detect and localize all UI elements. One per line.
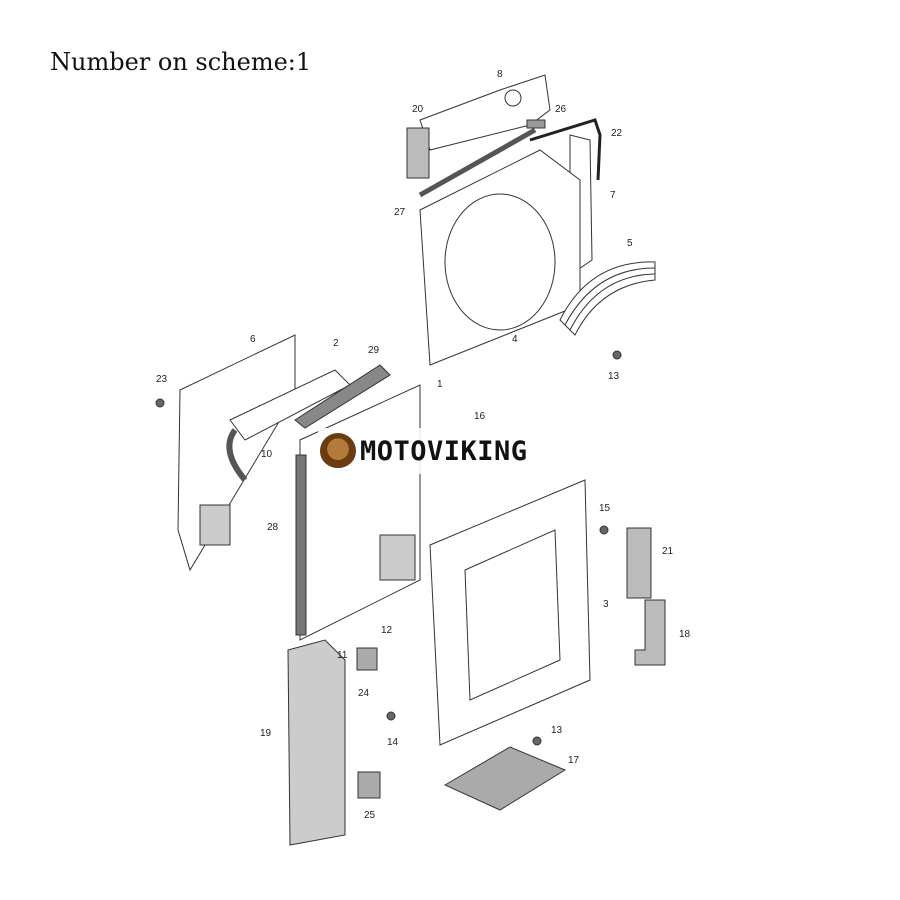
callout-1: 1 [437, 379, 443, 390]
callout-7: 7 [610, 190, 616, 201]
callout-10: 10 [261, 449, 273, 460]
callout-26: 26 [555, 104, 567, 115]
callout-21: 21 [662, 546, 674, 557]
part-17-plate [443, 746, 567, 811]
part-29-seal [294, 364, 391, 429]
part-6-frame [177, 334, 296, 572]
logo-text: MOTOVIKING [360, 435, 528, 467]
callout-18: 18 [679, 629, 691, 640]
callout-3: 3 [603, 599, 609, 610]
callout-19: 19 [260, 728, 272, 739]
callout-17: 17 [568, 755, 580, 766]
callout-15: 15 [599, 503, 611, 514]
callout-8: 8 [497, 69, 503, 80]
callout-24: 24 [358, 688, 370, 699]
callout-16: 16 [474, 411, 486, 422]
watermark-logo: MOTOVIKING [318, 428, 584, 474]
callout-13b: 13 [551, 725, 563, 736]
callout-11: 11 [337, 650, 348, 661]
callout-6: 6 [250, 334, 256, 345]
part-5-fan-guard [559, 261, 656, 336]
part-18-block [634, 599, 666, 666]
callout-29: 29 [368, 345, 380, 356]
callout-12: 12 [381, 625, 393, 636]
callout-20: 20 [412, 104, 424, 115]
callout-4: 4 [512, 334, 518, 345]
part-3-frame [429, 479, 591, 746]
part-25-pad [357, 771, 381, 799]
callout-25: 25 [364, 810, 376, 821]
part-22-hose [529, 118, 602, 181]
viking-mascot-icon [320, 433, 356, 469]
callout-28: 28 [267, 522, 279, 533]
callout-5: 5 [627, 238, 633, 249]
callout-2: 2 [333, 338, 339, 349]
part-21-block [626, 527, 652, 599]
callout-22: 22 [611, 128, 623, 139]
page-title: Number on scheme:1 [50, 48, 312, 76]
part-4-fan-shroud [419, 149, 581, 366]
part-1-radiator [299, 384, 421, 641]
part-26-seal [526, 119, 546, 129]
callout-27: 27 [394, 207, 406, 218]
callout-14: 14 [387, 737, 399, 748]
part-27-strip [418, 127, 537, 198]
part-24-pad [356, 647, 378, 671]
part-19-seal [287, 639, 346, 846]
callout-23: 23 [156, 374, 168, 385]
callout-13: 13 [608, 371, 620, 382]
part-8-bracket [419, 74, 551, 151]
part-20-seal [406, 127, 430, 179]
